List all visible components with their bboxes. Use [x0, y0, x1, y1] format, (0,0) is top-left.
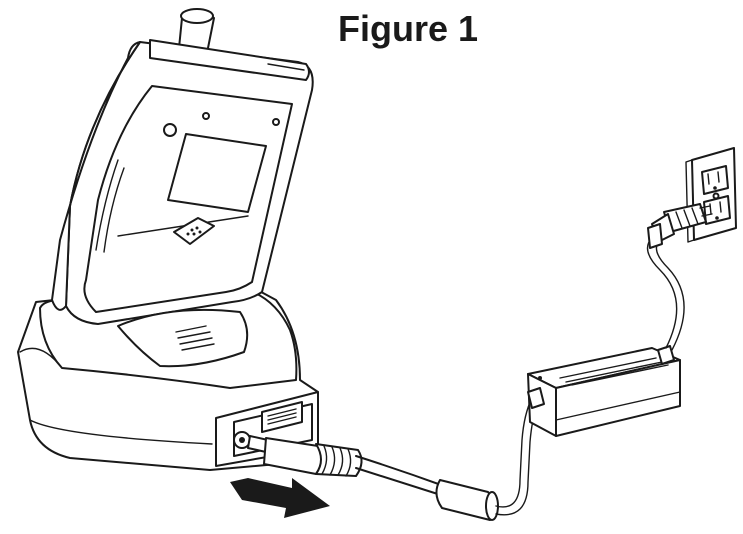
figure-title: Figure 1: [338, 8, 479, 49]
ac-adapter-icon: [527, 345, 681, 437]
wall-plug-icon: [647, 203, 713, 249]
arrow-right-icon: [230, 478, 330, 518]
plug-icon: [247, 397, 539, 521]
cradle-front-cover: [117, 308, 249, 368]
outlet-icon: [685, 147, 737, 243]
pda-device-icon: [51, 8, 314, 325]
ac-cord: [646, 237, 685, 351]
